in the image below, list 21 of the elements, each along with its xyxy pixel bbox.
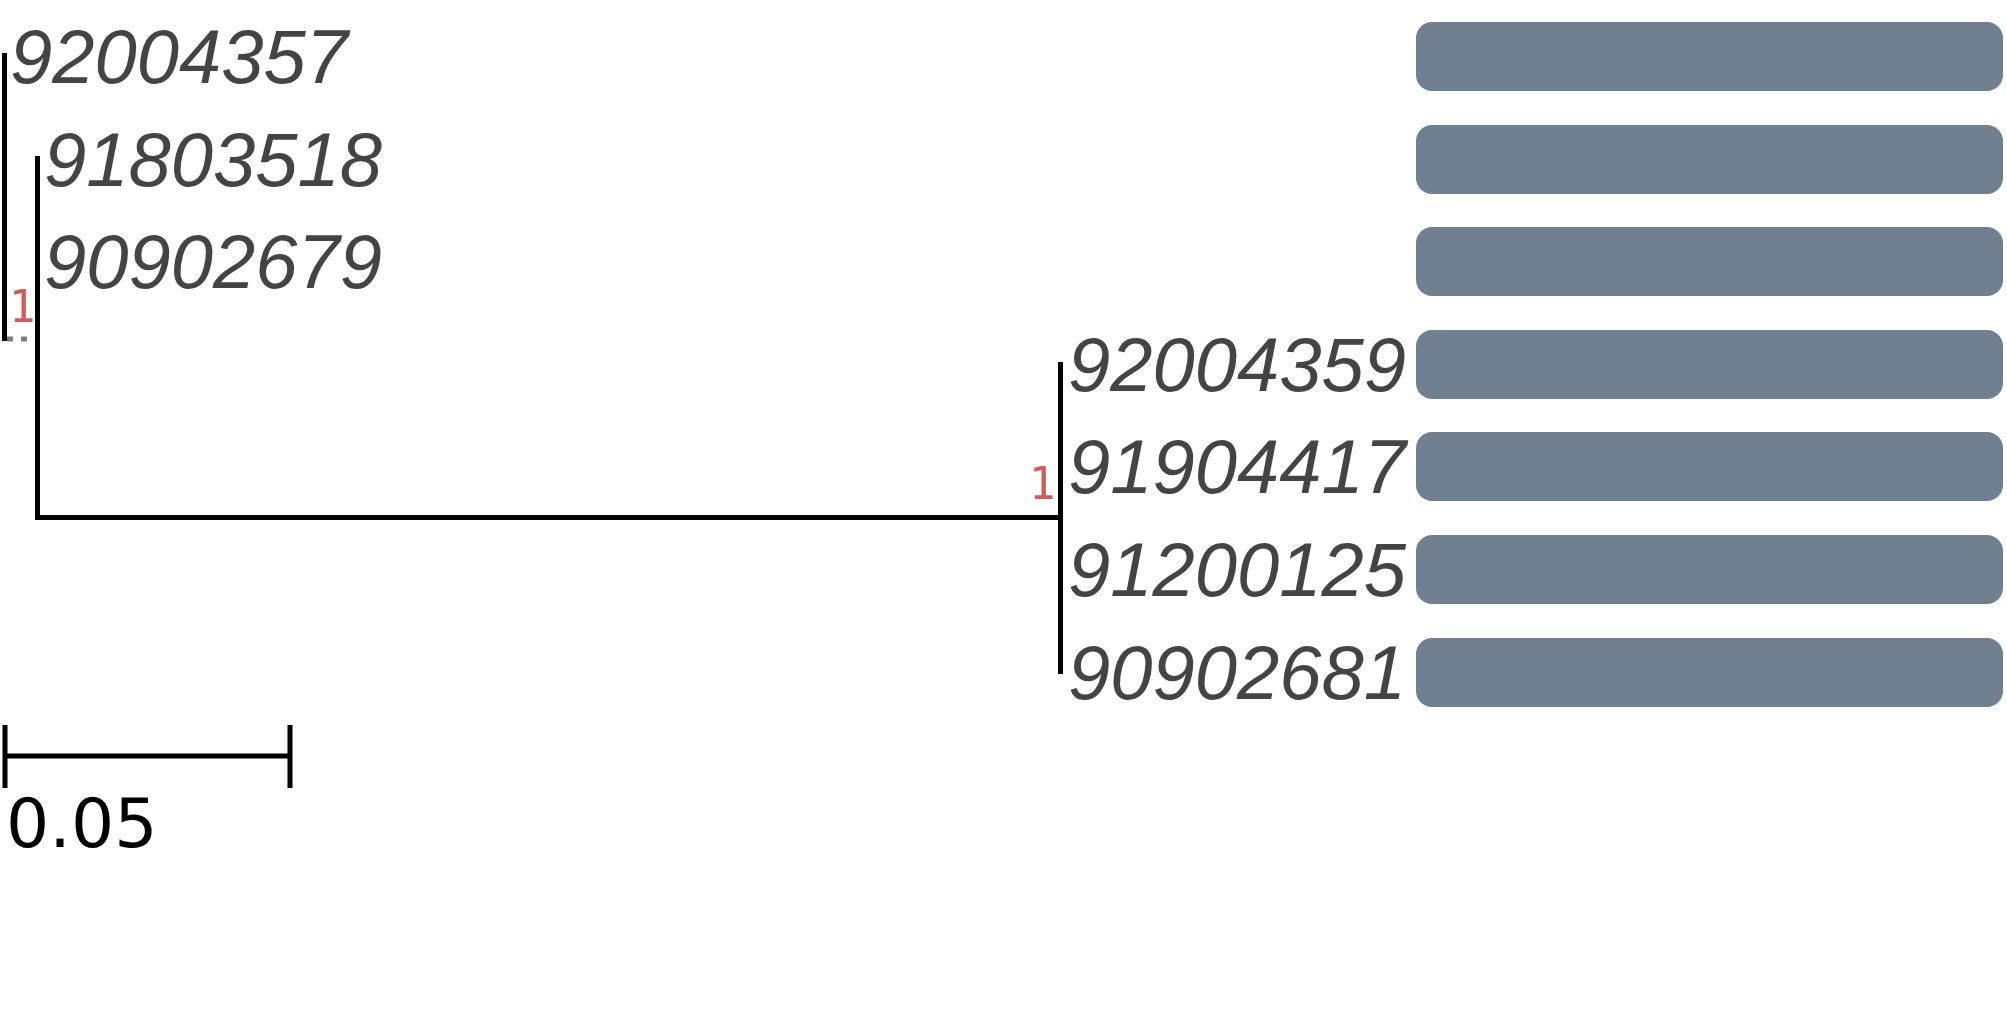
- support-value: 1: [9, 285, 36, 329]
- sequence-bar: [1416, 637, 2003, 707]
- leaf-label: 92004359: [1068, 316, 1413, 413]
- sequence-bar: [1416, 22, 2003, 91]
- leaf-label: 91904417: [1068, 419, 1413, 516]
- leaf-label: 91803518: [44, 111, 414, 208]
- leaf-label: 90902679: [44, 214, 414, 311]
- sequence-bar: [1416, 124, 2003, 194]
- sequence-bar: [1416, 535, 2003, 604]
- leaf-label: 92004357: [10, 9, 380, 105]
- sequence-bar: [1416, 227, 2003, 297]
- clade-branch: [2, 53, 7, 341]
- tree-branch: [40, 515, 1058, 520]
- sequence-bar: [1416, 329, 2003, 399]
- leaf-label: 90902681: [1068, 624, 1413, 721]
- clade-branch: [35, 156, 40, 520]
- scale-label: 0.05: [6, 790, 158, 858]
- clade-branch: [1058, 362, 1063, 674]
- sequence-bar: [1416, 432, 2003, 502]
- support-value: 1: [1029, 462, 1056, 506]
- leaf-label: 91200125: [1068, 522, 1413, 618]
